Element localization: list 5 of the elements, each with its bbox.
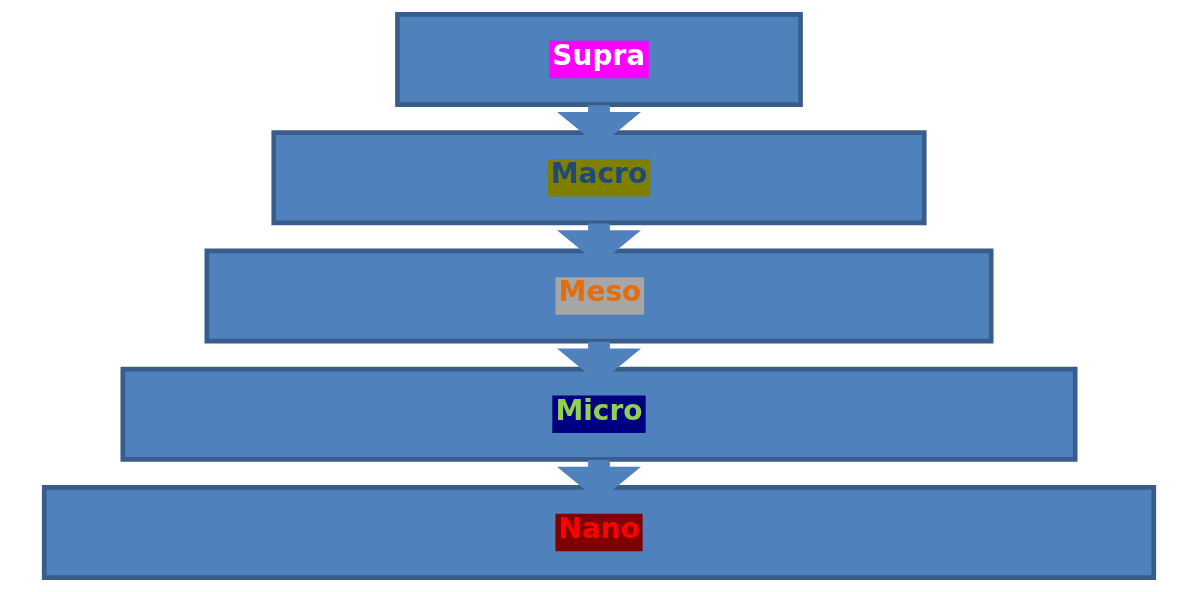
- node-box: Macro: [270, 130, 927, 226]
- node-box: Meso: [204, 248, 993, 344]
- node-box: Supra: [394, 12, 803, 107]
- node-box: Nano: [41, 485, 1156, 580]
- node-box: Micro: [119, 366, 1078, 462]
